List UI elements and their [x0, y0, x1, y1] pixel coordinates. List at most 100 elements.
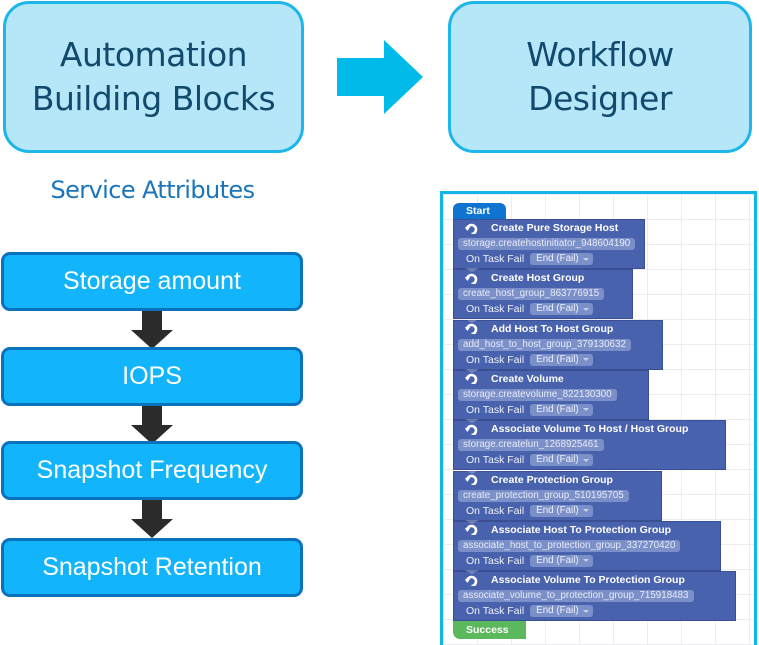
on-task-fail-label: On Task Fail — [466, 554, 525, 567]
workflow-task-block[interactable]: Create Pure Storage Host storage.createho… — [453, 219, 645, 269]
chevron-down-icon — [582, 609, 589, 613]
on-task-fail-value: End (Fail) — [536, 605, 579, 617]
task-title-row: Add Host To Host Group — [465, 323, 613, 335]
task-title: Create Pure Storage Host — [491, 222, 619, 234]
block-connector-notch — [465, 570, 479, 575]
on-task-fail-row: On Task Fail End (Fail) — [466, 554, 593, 567]
task-title: Create Protection Group — [491, 473, 613, 486]
block-connector-notch — [465, 318, 479, 323]
chevron-down-icon — [582, 358, 589, 362]
task-title: Associate Volume To Host / Host Group — [491, 423, 689, 436]
task-id-field[interactable]: create_protection_group_510195705 — [458, 489, 629, 502]
task-refresh-icon — [465, 575, 478, 586]
task-id-field[interactable]: storage.createvolume_822130300 — [458, 388, 617, 401]
task-title-row: Create Pure Storage Host — [465, 222, 618, 234]
on-task-fail-value: End (Fail) — [536, 253, 579, 264]
arrow-down-icon — [131, 311, 173, 349]
on-task-fail-value: End (Fail) — [536, 303, 579, 315]
on-task-fail-dropdown[interactable]: End (Fail) — [530, 454, 593, 467]
on-task-fail-label: On Task Fail — [466, 303, 525, 316]
block-connector-notch — [465, 469, 479, 474]
block-connector-notch — [465, 368, 479, 373]
attr-iops: IOPS — [1, 347, 303, 406]
task-refresh-icon — [465, 525, 478, 536]
on-task-fail-value: End (Fail) — [536, 504, 579, 516]
on-task-fail-dropdown[interactable]: End (Fail) — [530, 253, 593, 265]
block-connector-notch — [465, 519, 479, 524]
chevron-down-icon — [582, 257, 589, 261]
on-task-fail-row: On Task Fail End (Fail) — [466, 454, 593, 467]
task-id-field[interactable]: storage.createlun_1268925461 — [458, 439, 604, 452]
on-task-fail-dropdown[interactable]: End (Fail) — [530, 605, 593, 618]
task-title-row: Create Protection Group — [465, 474, 613, 486]
workflow-task-block[interactable]: Associate Host To Protection Group associ… — [453, 519, 721, 571]
on-task-fail-row: On Task Fail End (Fail) — [466, 403, 593, 416]
on-task-fail-label: On Task Fail — [466, 504, 525, 517]
task-refresh-icon — [465, 424, 478, 435]
attr-snapshot-retention: Snapshot Retention — [1, 538, 303, 597]
workflow-task-block[interactable]: Create Protection Group create_protection… — [453, 469, 662, 521]
task-refresh-icon — [465, 374, 478, 385]
workflow-task-block[interactable]: Create Host Group create_host_group_86377… — [453, 268, 633, 320]
task-title: Create Host Group — [491, 272, 585, 285]
arrow-right-icon — [337, 40, 423, 114]
task-refresh-icon — [465, 323, 478, 335]
on-task-fail-label: On Task Fail — [466, 253, 525, 265]
service-attributes-title: Service Attributes — [50, 176, 255, 204]
attr-snapshot-frequency: Snapshot Frequency — [1, 441, 303, 500]
task-title-row: Create Volume — [465, 373, 564, 385]
task-refresh-icon — [465, 474, 478, 485]
arrow-down-icon — [131, 406, 173, 444]
chevron-down-icon — [582, 458, 589, 462]
on-task-fail-dropdown[interactable]: End (Fail) — [530, 504, 593, 517]
automation-building-blocks-line2: Building Blocks — [31, 79, 276, 118]
task-id-field[interactable]: add_host_to_host_group_379130632 — [458, 338, 631, 351]
block-connector-notch — [465, 268, 479, 273]
chevron-down-icon — [582, 509, 589, 512]
chevron-down-icon — [582, 307, 589, 311]
workflow-canvas[interactable]: Start Create Pure Storage Host storage.cr… — [440, 191, 757, 645]
attr-storage-amount: Storage amount — [1, 252, 303, 311]
start-node[interactable]: Start — [453, 203, 506, 220]
workflow-designer-box: Workflow Designer — [448, 1, 752, 153]
on-task-fail-label: On Task Fail — [466, 403, 525, 416]
on-task-fail-dropdown[interactable]: End (Fail) — [530, 303, 593, 316]
automation-building-blocks-box: Automation Building Blocks — [3, 1, 304, 153]
block-connector-notch — [465, 419, 479, 424]
on-task-fail-dropdown[interactable]: End (Fail) — [530, 403, 593, 416]
task-title: Create Volume — [491, 372, 564, 385]
task-title-row: Create Host Group — [465, 272, 584, 284]
workflow-task-block[interactable]: Add Host To Host Group add_host_to_host_g… — [453, 318, 663, 370]
chevron-down-icon — [582, 408, 589, 412]
task-id-field[interactable]: associate_volume_to_protection_group_715… — [458, 590, 694, 603]
on-task-fail-row: On Task Fail End (Fail) — [466, 303, 593, 316]
on-task-fail-dropdown[interactable]: End (Fail) — [530, 554, 593, 567]
workflow-designer-line2: Designer — [528, 79, 672, 118]
on-task-fail-dropdown[interactable]: End (Fail) — [530, 353, 593, 366]
on-task-fail-value: End (Fail) — [536, 403, 579, 415]
chevron-down-icon — [582, 559, 589, 563]
on-task-fail-label: On Task Fail — [466, 353, 525, 366]
on-task-fail-value: End (Fail) — [536, 353, 579, 365]
on-task-fail-value: End (Fail) — [536, 454, 579, 466]
success-node[interactable]: Success — [453, 621, 526, 640]
on-task-fail-row: On Task Fail End (Fail) — [466, 504, 593, 517]
workflow-task-block[interactable]: Associate Volume To Host / Host Group sto… — [453, 419, 726, 471]
workflow-designer-line1: Workflow — [526, 35, 674, 74]
task-title: Add Host To Host Group — [491, 322, 614, 335]
workflow-task-block[interactable]: Associate Volume To Protection Group asso… — [453, 570, 736, 622]
automation-building-blocks-line1: Automation — [59, 35, 248, 74]
task-title: Associate Host To Protection Group — [491, 523, 672, 536]
workflow-task-block[interactable]: Create Volume storage.createvolume_822130… — [453, 368, 649, 420]
task-id-field[interactable]: associate_host_to_protection_group_33727… — [458, 539, 681, 552]
task-title-row: Associate Volume To Protection Group — [465, 574, 685, 586]
task-id-field[interactable]: create_host_group_863776915 — [458, 288, 605, 301]
task-refresh-icon — [465, 223, 478, 234]
task-title-row: Associate Host To Protection Group — [465, 524, 671, 536]
task-refresh-icon — [465, 273, 478, 284]
arrow-down-icon — [131, 500, 173, 538]
task-id-field[interactable]: storage.createhostinitiator_948604190 — [458, 238, 636, 250]
on-task-fail-label: On Task Fail — [466, 454, 525, 467]
on-task-fail-row: On Task Fail End (Fail) — [466, 353, 593, 366]
